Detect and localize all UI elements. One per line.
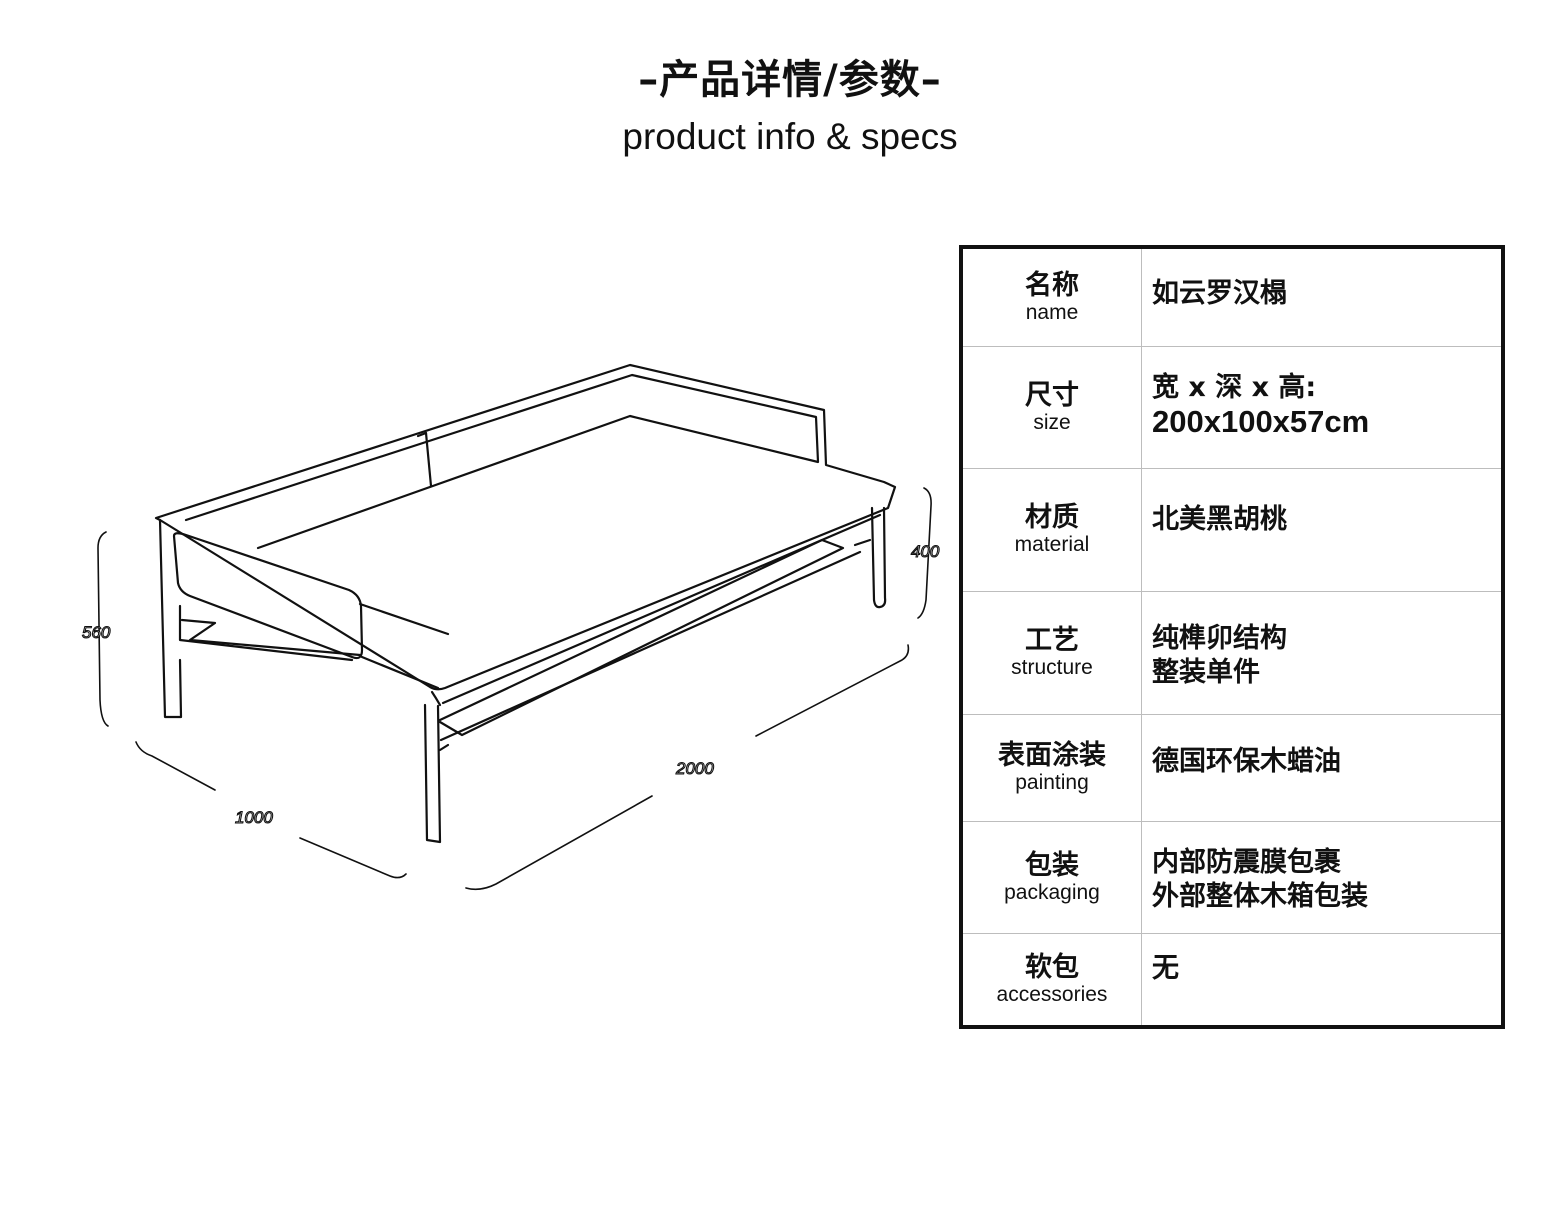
spec-value-line: 无	[1152, 952, 1179, 984]
spec-value: 纯榫卯结构 整装单件	[1141, 591, 1503, 715]
spec-row-name: 名称 name 如云罗汉榻	[961, 247, 1503, 347]
spec-label: 软包 accessories	[961, 933, 1142, 1027]
dimension-height-seat: 400	[911, 542, 940, 561]
spec-value-line: 外部整体木箱包装	[1152, 880, 1368, 912]
spec-row-painting: 表面涂装 painting 德国环保木蜡油	[961, 714, 1503, 822]
spec-value: 内部防震膜包裹 外部整体木箱包装	[1141, 821, 1503, 934]
spec-label-cn: 软包	[1025, 951, 1079, 983]
spec-value: 宽 x 深 x 高: 200x100x57cm	[1141, 346, 1503, 469]
spec-value: 德国环保木蜡油	[1141, 714, 1503, 822]
spec-table: 名称 name 如云罗汉榻 尺寸 size 宽 x 深 x 高: 200x100…	[959, 245, 1505, 1029]
spec-label-en: painting	[1015, 771, 1089, 794]
spec-row-accessories: 软包 accessories 无	[961, 933, 1503, 1027]
spec-label-en: size	[1033, 410, 1071, 434]
spec-label-en: structure	[1011, 656, 1093, 679]
spec-value-line: 200x100x57cm	[1152, 403, 1370, 439]
spec-row-size: 尺寸 size 宽 x 深 x 高: 200x100x57cm	[961, 346, 1503, 469]
spec-label-cn: 材质	[1025, 502, 1079, 533]
spec-label: 包装 packaging	[961, 821, 1142, 934]
spec-value-line: 内部防震膜包裹	[1152, 846, 1341, 878]
dimension-labels: 560 400 1000 2000	[81, 541, 940, 827]
spec-value-line: 如云罗汉榻	[1152, 278, 1287, 309]
dimension-width: 2000	[675, 759, 714, 778]
spec-label: 尺寸 size	[961, 346, 1142, 469]
spec-row-structure: 工艺 structure 纯榫卯结构 整装单件	[961, 591, 1503, 715]
spec-value-line: 整装单件	[1152, 656, 1260, 688]
spec-label-en: packaging	[1004, 880, 1100, 904]
spec-value: 北美黑胡桃	[1141, 468, 1503, 592]
spec-label-en: name	[1025, 300, 1079, 324]
spec-label-cn: 尺寸	[1025, 379, 1079, 411]
spec-value-line: 德国环保木蜡油	[1152, 745, 1341, 777]
spec-label: 表面涂装 painting	[961, 714, 1142, 822]
spec-label-cn: 表面涂装	[998, 740, 1106, 771]
dimension-depth: 1000	[235, 808, 273, 827]
spec-value: 如云罗汉榻	[1141, 247, 1503, 347]
spec-row-material: 材质 material 北美黑胡桃	[961, 468, 1503, 592]
spec-label-cn: 工艺	[1025, 625, 1079, 656]
spec-label-cn: 名称	[1025, 269, 1079, 301]
page-subtitle: product info & specs	[622, 116, 958, 157]
spec-label-en: accessories	[996, 982, 1108, 1006]
spec-value-line: 宽 x 深 x 高:	[1152, 371, 1317, 403]
daybed-line-drawing: 560 400 1000 2000	[81, 363, 940, 891]
dimension-height-back: 560	[82, 623, 111, 642]
spec-row-packaging: 包装 packaging 内部防震膜包裹 外部整体木箱包装	[961, 821, 1503, 934]
spec-label-en: material	[1014, 533, 1090, 556]
spec-value-line: 北美黑胡桃	[1152, 503, 1287, 535]
spec-value-line: 纯榫卯结构	[1152, 622, 1287, 654]
spec-label: 名称 name	[961, 247, 1142, 347]
spec-label: 工艺 structure	[961, 591, 1142, 715]
spec-value: 无	[1142, 933, 1504, 1027]
spec-label: 材质 material	[961, 468, 1142, 592]
spec-label-cn: 包装	[1025, 849, 1079, 881]
page-title: –产品详情/参数–	[638, 57, 942, 103]
